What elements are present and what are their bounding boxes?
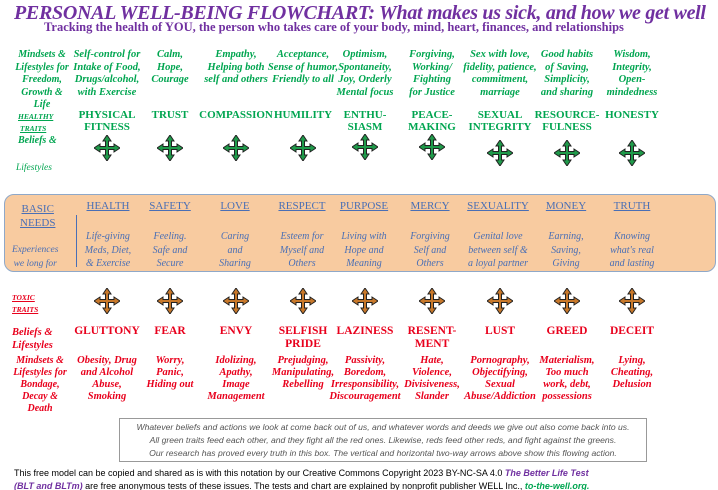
basic-needs-box [4, 194, 716, 272]
four-way-arrow-icon [619, 140, 645, 166]
basic-need: LOVE [220, 200, 250, 212]
basic-need: MONEY [545, 200, 587, 212]
toxic-trait: FEAR [154, 325, 186, 337]
basic-needs-label: BASIC NEEDS [20, 203, 56, 229]
toxic-trait: LUST [484, 325, 516, 337]
note-line-1: Whatever beliefs and actions we look at … [136, 422, 630, 432]
basic-need: RESPECT [278, 200, 326, 212]
explanation-box: Whatever beliefs and actions we look at … [119, 418, 647, 462]
blt-abbrev: (BLT and BLTm) [14, 481, 83, 490]
healthy-lifestyles-label: Lifestyles [16, 163, 52, 173]
four-way-arrow-icon [290, 288, 316, 314]
basic-need-description: Life-giving Meds, Diet, & Exercise [84, 231, 132, 269]
four-way-arrow-icon [352, 288, 378, 314]
healthy-trait: PEACE- MAKING [408, 109, 456, 133]
toxic-trait: GLUTTONY [74, 325, 140, 337]
toxic-mindset: Hate, Violence, Divisiveness, Slander [404, 355, 460, 402]
healthy-trait: RESOURCE- FULNESS [534, 109, 600, 133]
healthy-mindset: Calm, Hope, Courage [151, 49, 189, 85]
four-way-arrow-icon [157, 288, 183, 314]
four-way-arrow-icon [487, 140, 513, 166]
four-way-arrow-icon [554, 288, 580, 314]
footer-text-2: are free anonymous tests of these issues… [82, 481, 525, 490]
toxic-traits-label-1: TOXIC [12, 293, 35, 302]
toxic-mindset: Lying, Cheating, Delusion [610, 355, 654, 390]
healthy-mindset: Wisdom, Integrity, Open- mindedness [606, 49, 658, 98]
healthy-traits-label-2: TRAITS [20, 124, 47, 133]
basic-need-description: Feeling. Safe and Secure [152, 231, 188, 269]
four-way-arrow-icon [619, 288, 645, 314]
page-title: PERSONAL WELL-BEING FLOWCHART: What make… [14, 2, 706, 24]
healthy-trait: SEXUAL INTEGRITY [468, 109, 532, 133]
basic-need: MERCY [410, 200, 450, 212]
four-way-arrow-icon [223, 288, 249, 314]
toxic-trait: LAZINESS [336, 325, 394, 337]
healthy-mindset: Empathy, Helping both self and others [204, 49, 268, 85]
toxic-mindsets-label: Mindsets & Lifestyles for Bondage, Decay… [13, 355, 67, 414]
toxic-trait: SELFISH PRIDE [278, 325, 328, 350]
four-way-arrow-icon [487, 288, 513, 314]
four-way-arrow-icon [223, 135, 249, 161]
footer-notice: This free model can be copied and shared… [14, 467, 714, 490]
basic-need-description: Knowing what's real and lasting [609, 231, 655, 269]
basic-need-description: Forgiving Self and Others [410, 231, 450, 269]
four-way-arrow-icon [157, 135, 183, 161]
blt-title: The Better Life Test [504, 468, 589, 478]
experiences-label: Experiences we long for [12, 245, 59, 269]
healthy-trait: TRUST [151, 109, 189, 121]
healthy-mindsets-label: Mindsets & Lifestyles for Freedom, Growt… [15, 49, 69, 110]
note-line-2: All green traits feed each other, and th… [149, 435, 617, 445]
basic-need: TRUTH [613, 200, 651, 212]
note-line-3: Our research has proved every truth in t… [149, 448, 617, 458]
toxic-mindset: Worry, Panic, Hiding out [146, 355, 194, 390]
four-way-arrow-icon [419, 134, 445, 160]
four-way-arrow-icon [94, 288, 120, 314]
basic-need-description: Caring and Sharing [219, 231, 251, 269]
healthy-trait: HONESTY [605, 109, 659, 121]
toxic-mindset: Materialism, Too much work, debt, posses… [539, 355, 595, 402]
healthy-mindset: Self-control for Intake of Food, Drugs/a… [73, 49, 141, 98]
basic-need: HEALTH [86, 200, 130, 212]
website-link[interactable]: to-the-well.org. [524, 481, 590, 490]
healthy-beliefs-label: Beliefs & [18, 135, 57, 146]
healthy-mindset: Acceptance, Sense of humor, Friendly to … [267, 49, 339, 85]
toxic-mindset: Prejudging, Manipulating, Rebelling [271, 355, 335, 390]
basic-need-description: Esteem for Myself and Others [279, 231, 325, 269]
healthy-trait: PHYSICAL FITNESS [78, 109, 136, 133]
toxic-beliefs-label: Beliefs & Lifestyles [12, 327, 53, 351]
healthy-mindset: Forgiving, Working/ Fighting for Justice [409, 49, 455, 98]
needs-divider [76, 215, 77, 267]
toxic-mindset: Obesity, Drug and Alcohol Abuse, Smoking [77, 355, 137, 402]
four-way-arrow-icon [290, 135, 316, 161]
footer-text-1: This free model can be copied and shared… [14, 468, 505, 478]
four-way-arrow-icon [94, 135, 120, 161]
healthy-mindset: Good habits of Saving, Simplicity, and s… [540, 49, 594, 98]
healthy-trait: HUMILITY [273, 109, 333, 121]
toxic-trait: DECEIT [609, 325, 655, 337]
basic-need-description: Genital love between self & a loyal part… [468, 231, 528, 269]
toxic-mindset: Pornography, Objectifying, Sexual Abuse/… [464, 355, 536, 402]
page-subtitle: Tracking the health of YOU, the person w… [44, 20, 624, 34]
healthy-mindset: Optimism, Spontaneity, Joy, Orderly Ment… [336, 49, 394, 98]
toxic-mindset: Passivity, Boredom, Irresponsibility, Di… [329, 355, 401, 402]
toxic-trait: RESENT- MENT [407, 325, 457, 350]
healthy-mindset: Sex with love, fidelity, patience, commi… [463, 49, 537, 98]
healthy-traits-label-1: HEALTHY [18, 112, 54, 121]
healthy-trait: ENTHU- SIASM [343, 109, 387, 133]
basic-need-description: Living with Hope and Meaning [341, 231, 387, 269]
toxic-mindset: Idolizing, Apathy, Image Management [207, 355, 265, 402]
four-way-arrow-icon [554, 140, 580, 166]
toxic-trait: GREED [546, 325, 588, 337]
healthy-trait: COMPASSION [199, 109, 273, 121]
four-way-arrow-icon [352, 134, 378, 160]
four-way-arrow-icon [419, 288, 445, 314]
basic-need: SEXUALITY [467, 200, 529, 212]
basic-need-description: Earning, Saving, Giving [548, 231, 584, 269]
toxic-trait: ENVY [219, 325, 253, 337]
basic-need: SAFETY [149, 200, 191, 212]
toxic-traits-label-2: TRAITS [12, 305, 39, 314]
basic-need: PURPOSE [339, 200, 389, 212]
